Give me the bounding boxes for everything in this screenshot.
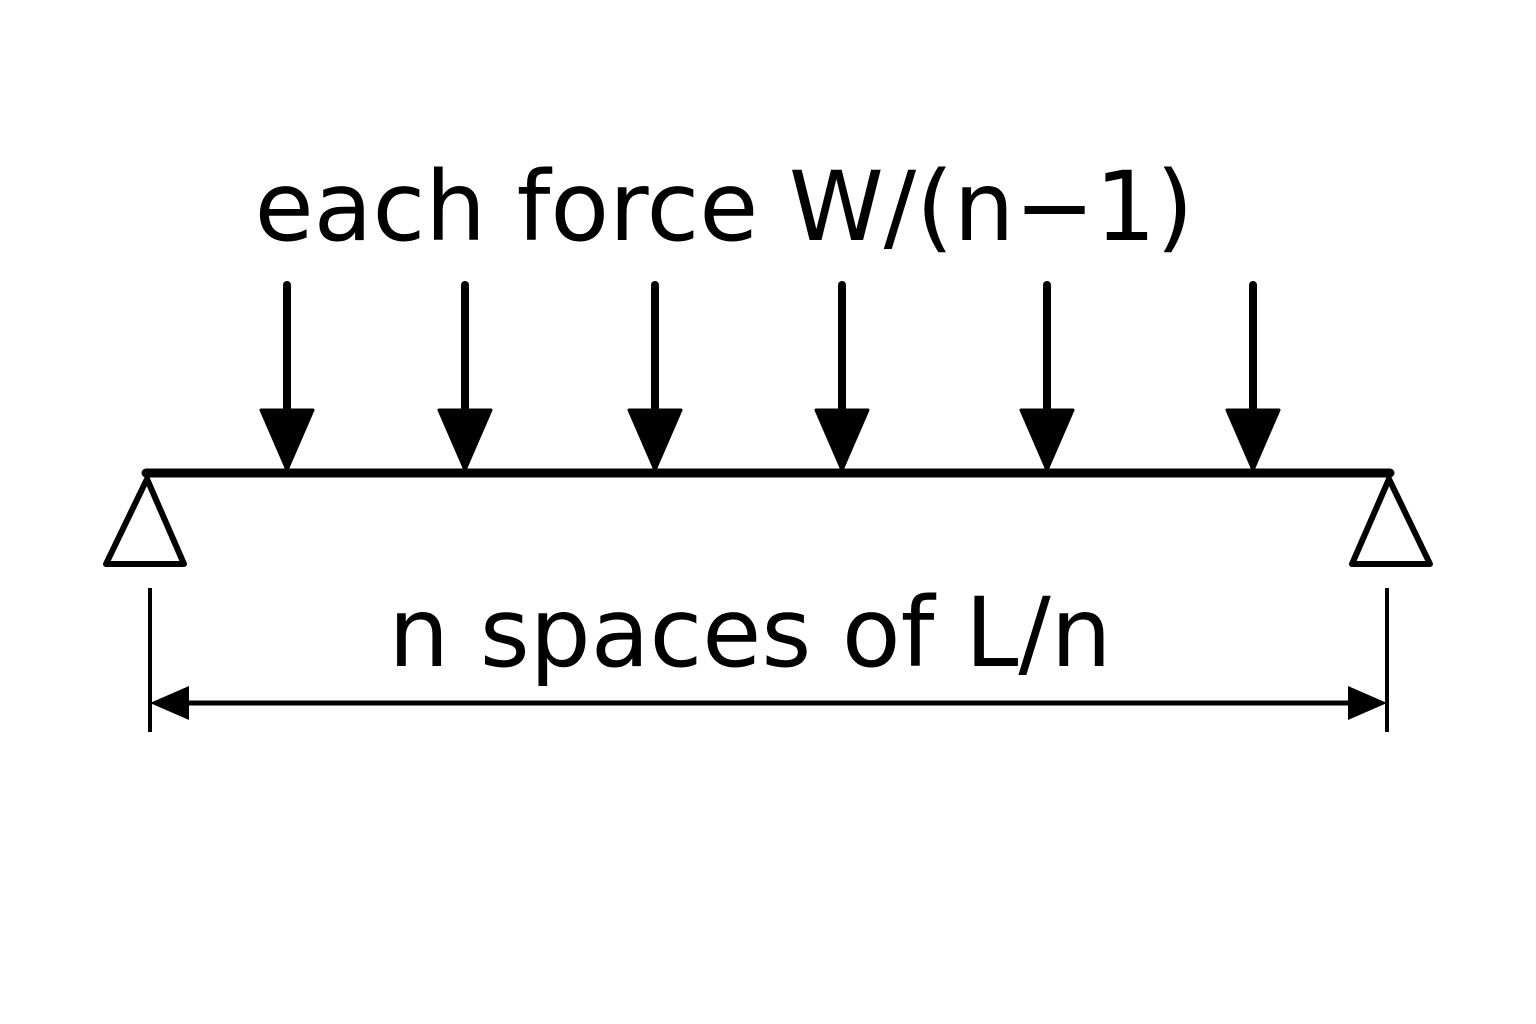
force-arrow-head	[1225, 408, 1281, 472]
force-arrow-head	[814, 408, 870, 472]
force-arrow-head	[437, 408, 493, 472]
force-arrow-head	[1019, 408, 1075, 472]
force-arrow-head	[259, 408, 315, 472]
right-support-triangle	[1349, 476, 1433, 567]
left-support-triangle	[103, 476, 187, 567]
dimension-arrowhead-left	[150, 686, 189, 720]
span-label: n spaces of L/n	[388, 577, 1111, 689]
load-label: each force W/(n−1)	[255, 151, 1194, 263]
force-arrow-head	[627, 408, 683, 472]
dimension-arrowhead-right	[1348, 686, 1387, 720]
force-arrows	[259, 281, 1281, 472]
